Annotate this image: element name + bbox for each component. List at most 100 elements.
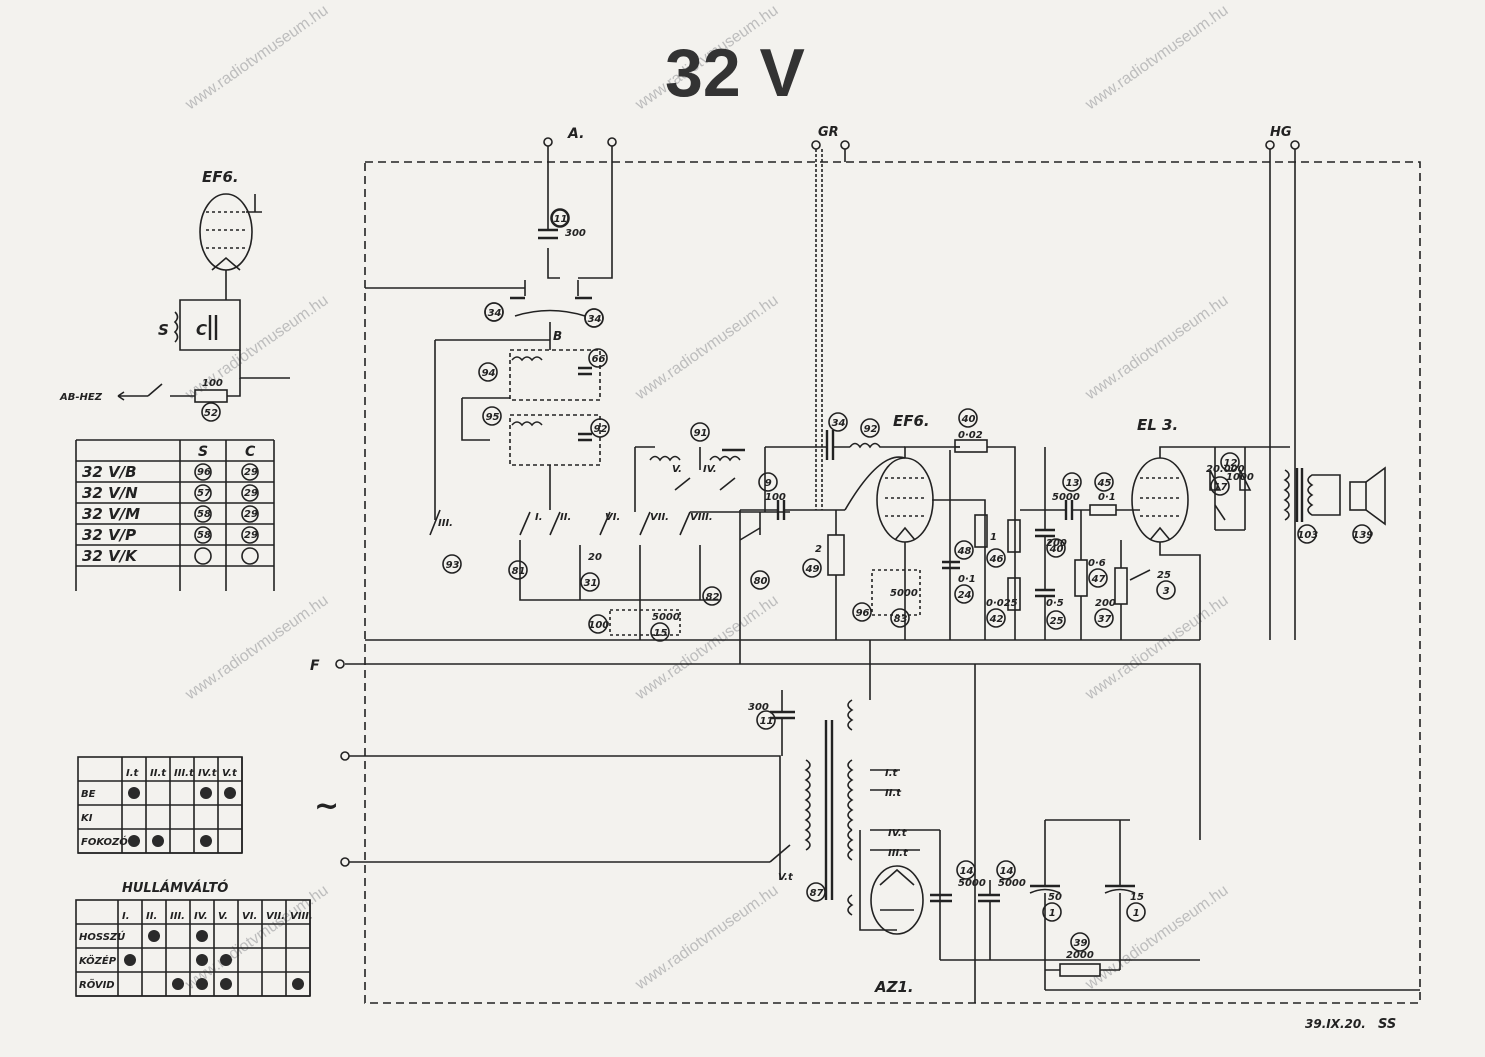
- table-dot: [200, 787, 212, 799]
- table-cell-circle: [241, 505, 259, 523]
- component-ref: 34: [588, 314, 602, 325]
- component-ref-circle: [1046, 538, 1066, 558]
- component-ref-circle: [484, 302, 504, 322]
- table-cell: 57: [197, 488, 211, 499]
- component-ref-circle: [1070, 932, 1090, 952]
- component-value: 1: [990, 532, 997, 543]
- table-dot: [152, 835, 164, 847]
- component-ref: 9: [765, 478, 772, 489]
- component-ref-circle: [758, 472, 778, 492]
- component-ref: 103: [1297, 530, 1318, 541]
- table-header: VII.: [266, 911, 285, 922]
- component-ref-circle: [958, 408, 978, 428]
- table-header: IV.t: [198, 768, 218, 779]
- component-value: 5000: [652, 612, 680, 623]
- table-row-label: KÖZÉP: [79, 953, 117, 967]
- switch-b-label: B: [553, 329, 562, 343]
- component-value: 0·1: [958, 574, 976, 585]
- rectifier-az1: [859, 819, 1420, 991]
- component-ref-circle: [852, 602, 872, 622]
- component-ref: 3: [1163, 586, 1170, 597]
- component-ref: 82: [706, 592, 720, 603]
- table-cell-circle: [241, 526, 259, 544]
- component-ref: 15: [654, 628, 668, 639]
- component-ref: 34: [832, 418, 846, 429]
- table-dot: [172, 978, 184, 990]
- waveband-switch-table: I.II.III.IV.V.VI.VII.VIII.HOSSZÚKÖZÉPRÖV…: [75, 880, 313, 997]
- date-code-text: 39.IX.20.: [1305, 1017, 1366, 1031]
- component-ref-circle: [1094, 472, 1114, 492]
- component-value: 0·02: [958, 430, 983, 441]
- component-value: 1000: [1226, 472, 1254, 483]
- table-dot: [292, 978, 304, 990]
- table-dot: [124, 954, 136, 966]
- component-ref-circle: [1088, 568, 1108, 588]
- table-row-label: HOSSZÚ: [79, 930, 125, 943]
- table-header: V.: [218, 911, 228, 922]
- component-ref: 40: [961, 414, 976, 425]
- table-dot: [224, 787, 236, 799]
- switch-position-label: II.: [560, 512, 571, 523]
- table-header: III.: [170, 911, 185, 922]
- component-ref: 87: [810, 888, 824, 899]
- component-ref: 12: [1224, 458, 1238, 469]
- rf-tube-label: EF6.: [893, 412, 930, 430]
- component-ref-circle: [1126, 902, 1146, 922]
- component-value: 25: [1157, 570, 1171, 581]
- component-value: 5000: [958, 878, 986, 889]
- tap-label: V.t: [778, 872, 794, 883]
- table-cell: 32 V/N: [82, 484, 138, 502]
- table-header: IV.: [194, 911, 208, 922]
- component-ref: 139: [1352, 530, 1373, 541]
- component-value: 50: [1048, 892, 1062, 903]
- mains-transformer: ~: [314, 690, 940, 916]
- table-cell-circle: [194, 547, 212, 565]
- component-ref-circle: [550, 208, 570, 228]
- table-row-label: KI: [81, 813, 93, 824]
- table-header: I.: [122, 911, 130, 922]
- component-ref-circle: [802, 558, 822, 578]
- component-ref: 47: [1091, 574, 1106, 585]
- component-ref-circle: [954, 584, 974, 604]
- watermark-text: www.radiotvmuseum.hu: [182, 2, 332, 114]
- table-cell-circle: [194, 484, 212, 502]
- component-ref-circle: [986, 608, 1006, 628]
- date-code: 39.IX.20. SS: [1305, 1017, 1396, 1032]
- switch-position-label: III.: [438, 518, 453, 529]
- component-ref: 13: [1066, 478, 1080, 489]
- table-cell-circle: [194, 463, 212, 481]
- component-value: 300: [748, 702, 769, 713]
- component-ref: 42: [989, 614, 1004, 625]
- table-row-label: FOKOZÓ: [81, 835, 128, 848]
- component-ref: 25: [1050, 616, 1064, 627]
- component-ref: 80: [754, 576, 768, 587]
- inset-resistor-value: 100: [202, 378, 223, 389]
- component-value: 300: [565, 228, 586, 239]
- component-ref: 100: [588, 620, 609, 631]
- switch-position-labels: I.II.III.IV.V.VI.VII.VIII.: [438, 464, 717, 529]
- inset-label-c: C: [196, 321, 207, 339]
- switch-position-label: VIII.: [690, 512, 713, 523]
- table-header: II.t: [150, 768, 167, 779]
- component-ref-circle: [806, 882, 826, 902]
- component-ref: 95: [486, 412, 500, 423]
- watermark-text: www.radiotvmuseum.hu: [632, 882, 782, 994]
- component-ref: 96: [856, 608, 870, 619]
- antenna-label: A.: [567, 126, 584, 142]
- inset-label-s: S: [158, 321, 169, 339]
- component-ref: 40: [1049, 544, 1064, 555]
- component-ref-circle: [508, 560, 528, 580]
- output-transformer: [1209, 447, 1386, 531]
- chassis-frame: [364, 161, 1421, 1004]
- table-cell: 29: [244, 488, 258, 499]
- table-row-label: BE: [81, 789, 96, 800]
- component-ref: 46: [989, 554, 1004, 565]
- component-ref: 11: [760, 716, 774, 727]
- table-cell: 58: [197, 509, 211, 520]
- waveband-switches: [429, 446, 790, 640]
- component-value: 100: [765, 492, 786, 503]
- component-value: 0·1: [1098, 492, 1116, 503]
- component-ref: 39: [1074, 938, 1088, 949]
- table-dot: [128, 787, 140, 799]
- watermark-text: www.radiotvmuseum.hu: [1082, 2, 1232, 114]
